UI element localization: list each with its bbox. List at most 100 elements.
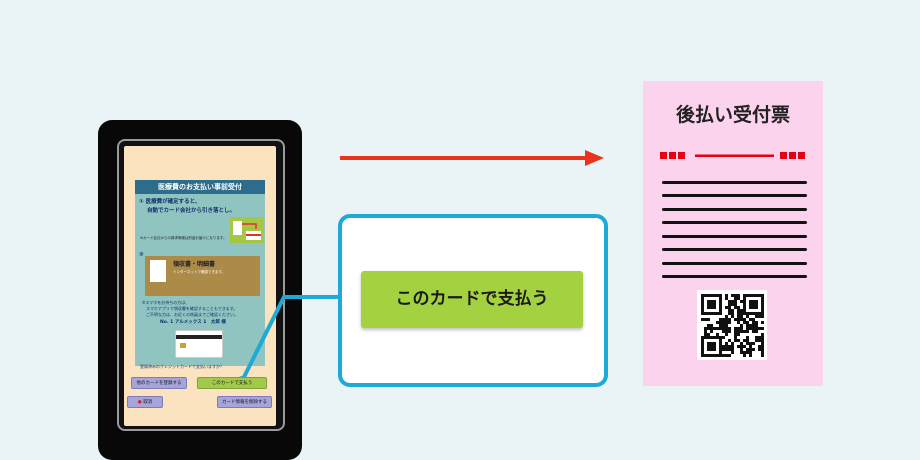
qr-module — [731, 315, 734, 318]
qr-module — [740, 318, 743, 321]
qr-module — [719, 318, 722, 321]
qr-module — [761, 336, 764, 339]
qr-module — [743, 318, 746, 321]
qr-module — [707, 345, 710, 348]
qr-module — [719, 351, 722, 354]
qr-module — [740, 324, 743, 327]
qr-module — [743, 303, 746, 306]
qr-module — [728, 312, 731, 315]
qr-module — [725, 354, 728, 357]
qr-module — [761, 294, 764, 297]
qr-module — [710, 294, 713, 297]
qr-module — [755, 300, 758, 303]
qr-module — [734, 318, 737, 321]
qr-module — [713, 354, 716, 357]
qr-module — [749, 300, 752, 303]
qr-module — [755, 294, 758, 297]
qr-module — [761, 333, 764, 336]
receipt-line — [662, 181, 807, 184]
qr-module — [728, 318, 731, 321]
qr-module — [725, 342, 728, 345]
qr-module — [761, 345, 764, 348]
pay-with-this-card-button-enlarged[interactable]: このカードで支払う — [361, 271, 583, 328]
qr-module — [761, 348, 764, 351]
qr-module — [746, 294, 749, 297]
qr-module — [707, 306, 710, 309]
qr-module — [740, 327, 743, 330]
qr-module — [755, 327, 758, 330]
qr-module — [719, 309, 722, 312]
qr-module — [761, 312, 764, 315]
auto-debit-illustration — [230, 217, 264, 243]
qr-module — [716, 327, 719, 330]
qr-module — [761, 303, 764, 306]
qr-module — [704, 294, 707, 297]
qr-module — [758, 294, 761, 297]
qr-module — [707, 324, 710, 327]
receipt-line — [662, 221, 807, 224]
step1-line1: ① 医療費が確定すると、 — [139, 199, 201, 205]
qr-module — [749, 342, 752, 345]
receipt-title: 後払い受付票 — [675, 104, 790, 126]
qr-module — [725, 297, 728, 300]
qr-module — [761, 297, 764, 300]
qr-module — [740, 300, 743, 303]
qr-module — [740, 312, 743, 315]
delete-card-info-button[interactable]: カード情報を削除する — [217, 396, 272, 408]
qr-module — [758, 339, 761, 342]
qr-module — [701, 297, 704, 300]
qr-module — [725, 315, 728, 318]
qr-module — [731, 300, 734, 303]
qr-module — [719, 327, 722, 330]
qr-module — [740, 351, 743, 354]
register-other-card-button[interactable]: 他のカードを登録する — [131, 377, 187, 389]
qr-module — [710, 348, 713, 351]
cancel-button[interactable]: ● 取消 — [127, 396, 163, 408]
qr-module — [716, 333, 719, 336]
qr-module — [743, 294, 746, 297]
qr-module — [713, 303, 716, 306]
qr-module — [719, 342, 722, 345]
qr-module — [710, 300, 713, 303]
qr-module — [761, 339, 764, 342]
qr-module — [719, 300, 722, 303]
qr-module — [722, 318, 725, 321]
qr-module — [731, 309, 734, 312]
qr-module — [746, 348, 749, 351]
qr-module — [728, 306, 731, 309]
red-arrow-icon — [340, 150, 604, 166]
qr-module — [737, 318, 740, 321]
qr-module — [728, 354, 731, 357]
qr-module — [737, 333, 740, 336]
qr-module — [740, 342, 743, 345]
qr-module — [743, 312, 746, 315]
qr-module — [707, 294, 710, 297]
qr-module — [740, 330, 743, 333]
qr-module — [737, 339, 740, 342]
receipt-line — [662, 194, 807, 197]
qr-module — [704, 330, 707, 333]
qr-module — [761, 354, 764, 357]
receipt-info-box: 領収書・明細書 インターネットで確認できます。 — [145, 256, 260, 296]
qr-module — [701, 294, 704, 297]
qr-module — [761, 300, 764, 303]
qr-module — [755, 339, 758, 342]
qr-module — [734, 333, 737, 336]
qr-module — [713, 348, 716, 351]
qr-module — [752, 312, 755, 315]
step1-note: ※カード会社からの請求明細は別途お届けになります。 — [140, 236, 227, 240]
qr-module — [707, 333, 710, 336]
qr-module — [758, 312, 761, 315]
qr-module — [728, 327, 731, 330]
qr-module — [749, 306, 752, 309]
qr-module — [713, 306, 716, 309]
qr-module — [722, 327, 725, 330]
qr-module — [746, 339, 749, 342]
receipt-line — [662, 275, 807, 278]
qr-module — [743, 354, 746, 357]
qr-module — [740, 315, 743, 318]
qr-module — [749, 294, 752, 297]
pay-with-this-card-button[interactable]: このカードで支払う — [197, 377, 267, 389]
qr-module — [725, 333, 728, 336]
qr-module — [719, 297, 722, 300]
